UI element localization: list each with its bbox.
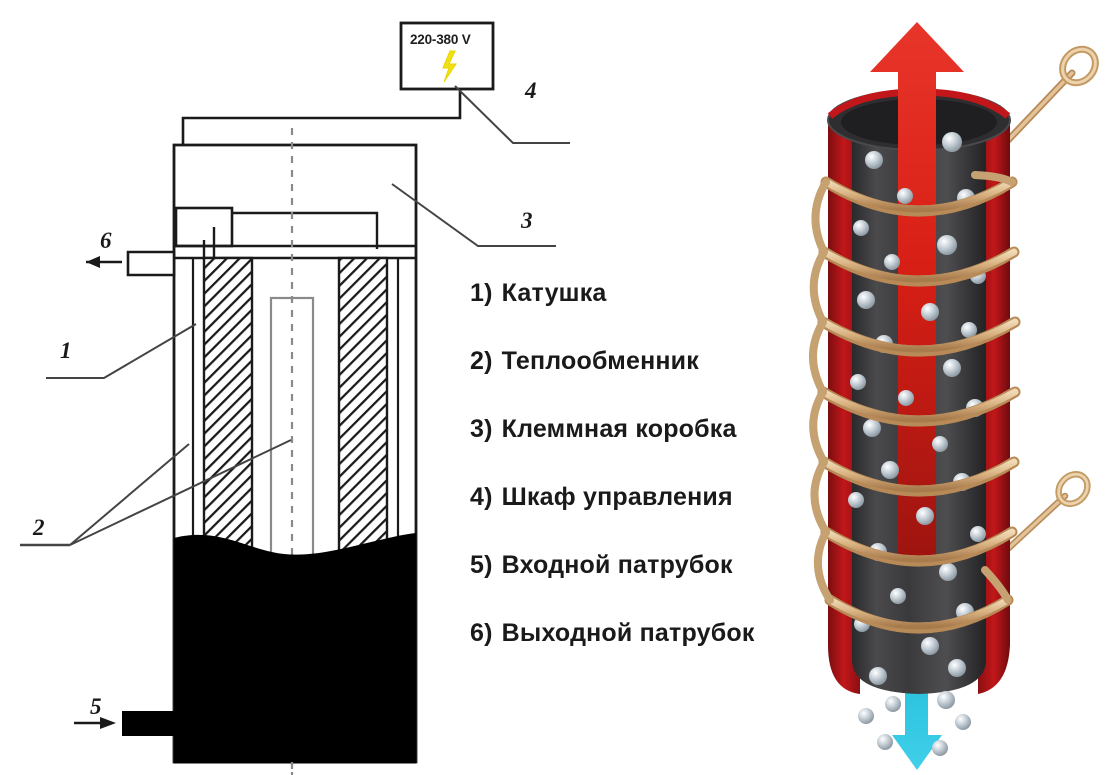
terminal-box bbox=[174, 206, 234, 248]
callout-5: 5 bbox=[90, 694, 102, 719]
legend-label-6: Выходной патрубок bbox=[501, 619, 755, 647]
legend-number-6: 6) bbox=[470, 619, 493, 647]
outlet-pipe bbox=[126, 250, 176, 277]
leader-line-4 bbox=[454, 85, 570, 144]
leader-line-3 bbox=[391, 183, 556, 247]
lightning-bolt-icon bbox=[442, 50, 457, 83]
bubbles-outflow bbox=[858, 659, 971, 756]
legend-item-2: 2) Теплообменник bbox=[470, 346, 810, 414]
legend-list: 1) Катушка 2) Теплообменник 3) Клеммная кор… bbox=[470, 278, 810, 686]
induction-coil bbox=[809, 171, 1021, 634]
legend-item-5: 5) Входной патрубок bbox=[470, 550, 810, 618]
leader-line-2b bbox=[69, 439, 292, 546]
bubbles-group bbox=[848, 132, 986, 655]
legend-label-5: Входной патрубок bbox=[501, 551, 733, 579]
legend-item-6: 6) Выходной патрубок bbox=[470, 618, 810, 686]
inlet-pipe bbox=[122, 711, 180, 736]
legend-number-4: 4) bbox=[470, 483, 493, 511]
callout-1: 1 bbox=[60, 338, 72, 363]
callout-6: 6 bbox=[100, 228, 112, 253]
arrow-inlet-5 bbox=[74, 717, 116, 729]
leader-line-1 bbox=[46, 323, 197, 379]
legend-label-3: Клеммная коробка bbox=[501, 415, 737, 443]
legend-item-3: 3) Клеммная коробка bbox=[470, 414, 810, 482]
legend-item-4: 4) Шкаф управления bbox=[470, 482, 810, 550]
leader-line-2a bbox=[69, 443, 190, 546]
legend-number-3: 3) bbox=[470, 415, 493, 443]
legend-number-1: 1) bbox=[470, 279, 493, 307]
3d-render-section bbox=[809, 22, 1099, 770]
callout-3: 3 bbox=[521, 208, 533, 233]
hot-water-outflow-arrow bbox=[870, 22, 964, 560]
legend-label-1: Катушка bbox=[501, 279, 607, 307]
legend-number-5: 5) bbox=[470, 551, 493, 579]
legend-label-2: Теплообменник bbox=[501, 347, 699, 375]
schematic-section bbox=[20, 21, 570, 775]
lid-inner-line bbox=[232, 211, 379, 249]
legend-number-2: 2) bbox=[470, 347, 493, 375]
legend-item-1: 1) Катушка bbox=[470, 278, 810, 346]
water-fill-region bbox=[174, 533, 416, 762]
arrow-outlet-6 bbox=[86, 256, 122, 268]
callout-2: 2 bbox=[33, 515, 45, 540]
legend-label-4: Шкаф управления bbox=[501, 483, 733, 511]
voltage-label: 220-380 V bbox=[410, 32, 471, 47]
callout-4: 4 bbox=[525, 78, 537, 103]
